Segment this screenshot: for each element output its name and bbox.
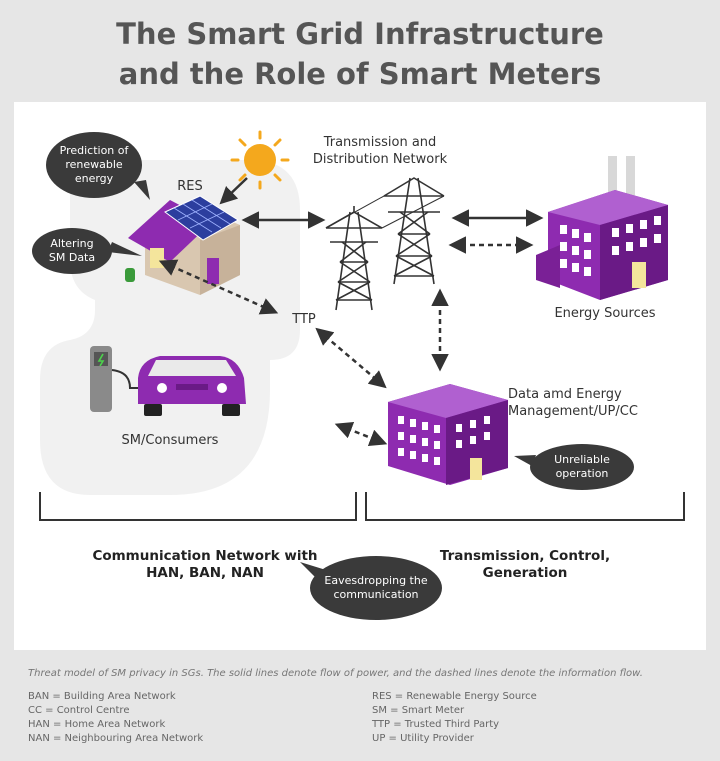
communication-line-2: HAN, BAN, NAN <box>146 565 264 581</box>
house-ttp-info-arrow <box>158 259 279 315</box>
ev-charger-icon <box>90 346 140 412</box>
legend-nan: NAN = Neighbouring Area Network <box>28 733 204 744</box>
altering-bubble-tail <box>108 242 142 256</box>
prediction-bubble: Prediction of renewable energy <box>46 132 142 198</box>
data-management-line-1: Data amd Energy <box>508 387 622 402</box>
altering-bubble: Altering SM Data <box>32 228 112 274</box>
transmission-network-label: Transmission and Distribution Network <box>300 134 460 168</box>
eavesdropping-line-1: Eavesdropping the <box>324 574 428 587</box>
consumer-datacenter-info-arrow <box>334 421 388 447</box>
res-label: RES <box>177 179 203 194</box>
prediction-bubble-tail <box>134 180 150 200</box>
legend-ban: BAN = Building Area Network <box>28 691 176 702</box>
ttp-datacenter-info-arrow <box>315 327 387 389</box>
energy-sources-label: Energy Sources <box>554 306 656 321</box>
transmission-bracket <box>365 492 685 521</box>
legend-res: RES = Renewable Energy Source <box>372 691 537 702</box>
eavesdropping-bubble: Eavesdropping the communication <box>310 556 442 620</box>
communication-network-label: Communication Network with HAN, BAN, NAN <box>80 548 330 582</box>
ttp-label: TTP <box>292 312 316 327</box>
pylon-icon <box>325 177 445 311</box>
prediction-line-2: renewable <box>65 158 123 171</box>
house-door <box>207 258 219 284</box>
figure-caption: Threat model of SM privacy in SGs. The s… <box>28 668 643 679</box>
legend-up: UP = Utility Provider <box>372 733 474 744</box>
data-management-label: Data amd Energy Management/UP/CC <box>508 386 668 420</box>
legend-han: HAN = Home Area Network <box>28 719 166 730</box>
legend-left: BAN = Building Area Network CC = Control… <box>28 690 203 746</box>
tcg-line-1: Transmission, Control, <box>439 548 611 564</box>
legend-ttp: TTP = Trusted Third Party <box>372 719 500 730</box>
title-line-2: and the Role of Smart Meters <box>118 57 602 91</box>
title-line-1: The Smart Grid Infrastructure <box>116 17 604 51</box>
car-icon <box>138 356 246 416</box>
factory-icon <box>536 156 668 300</box>
transmission-label-line-2: Distribution Network <box>312 152 448 167</box>
office-building-icon <box>388 384 508 485</box>
sun-icon <box>230 130 290 190</box>
altering-line-1: Altering <box>50 237 94 250</box>
tcg-line-2: Generation <box>482 565 568 581</box>
prediction-line-3: energy <box>74 172 114 185</box>
unreliable-bubble: Unreliable operation <box>530 444 634 490</box>
communication-bracket <box>39 492 357 521</box>
legend-right: RES = Renewable Energy Source SM = Smart… <box>372 690 537 746</box>
unreliable-line-2: operation <box>555 467 609 480</box>
legend-cc: CC = Control Centre <box>28 705 130 716</box>
altering-line-2: SM Data <box>48 251 96 264</box>
page-title: The Smart Grid Infrastructure and the Ro… <box>0 14 720 94</box>
eavesdropping-line-2: communication <box>333 588 419 601</box>
prediction-line-1: Prediction of <box>59 144 129 157</box>
unreliable-line-1: Unreliable <box>554 453 610 466</box>
sm-consumers-label: SM/Consumers <box>121 433 219 448</box>
solar-panel-icon <box>164 195 239 241</box>
transmission-control-label: Transmission, Control, Generation <box>420 548 630 582</box>
sun-to-panel-arrow <box>219 177 248 205</box>
legend-sm: SM = Smart Meter <box>372 705 465 716</box>
data-management-line-2: Management/UP/CC <box>508 404 638 419</box>
transmission-label-line-1: Transmission and <box>323 135 437 150</box>
communication-line-1: Communication Network with <box>92 548 318 564</box>
smart-meter-icon <box>150 248 164 268</box>
